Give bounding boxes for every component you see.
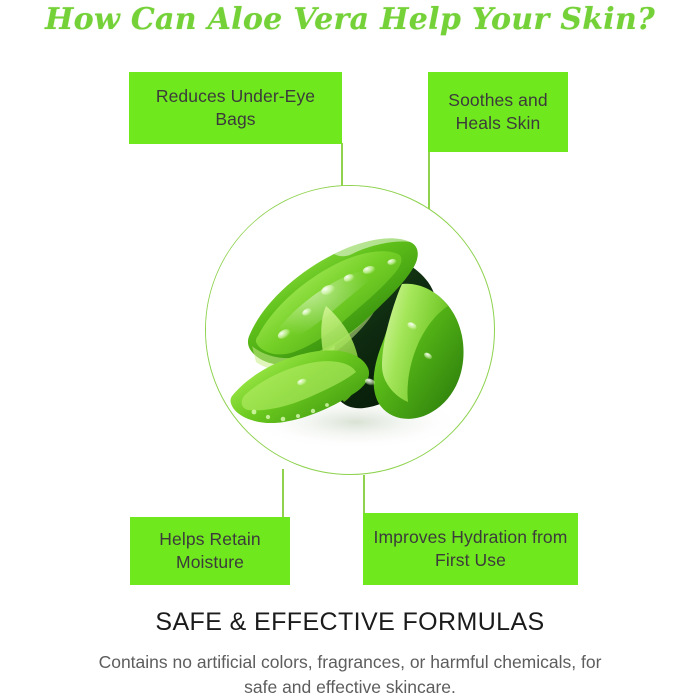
benefit-label: Reduces Under-Eye Bags <box>155 85 316 129</box>
water-droplets <box>277 258 432 386</box>
benefit-label: Helps Retain Moisture <box>159 528 261 572</box>
footer-body-text: Contains no artificial colors, fragrance… <box>98 652 602 697</box>
benefit-box-improves-hydration[interactable]: Improves Hydration from First Use <box>363 513 578 585</box>
benefit-box-helps-retain-moisture[interactable]: Helps Retain Moisture <box>130 517 290 585</box>
aloe-vera-image <box>206 186 493 473</box>
benefit-label: Improves Hydration from First Use <box>373 526 568 570</box>
benefit-label: Soothes and Heals Skin <box>448 89 548 133</box>
connector-line-moisture <box>282 469 284 519</box>
connector-line-hydration <box>363 475 365 515</box>
aloe-vera-illustration <box>206 186 493 473</box>
connector-line-soothes <box>428 151 430 209</box>
page-title: How Can Aloe Vera Help Your Skin? <box>45 2 655 37</box>
connector-line-reduces <box>341 143 343 191</box>
footer-headline: SAFE & EFFECTIVE FORMULAS <box>155 608 545 636</box>
benefit-box-soothes-and-heals-skin[interactable]: Soothes and Heals Skin <box>428 72 568 152</box>
benefit-box-reduces-under-eye-bags[interactable]: Reduces Under-Eye Bags <box>129 72 342 144</box>
